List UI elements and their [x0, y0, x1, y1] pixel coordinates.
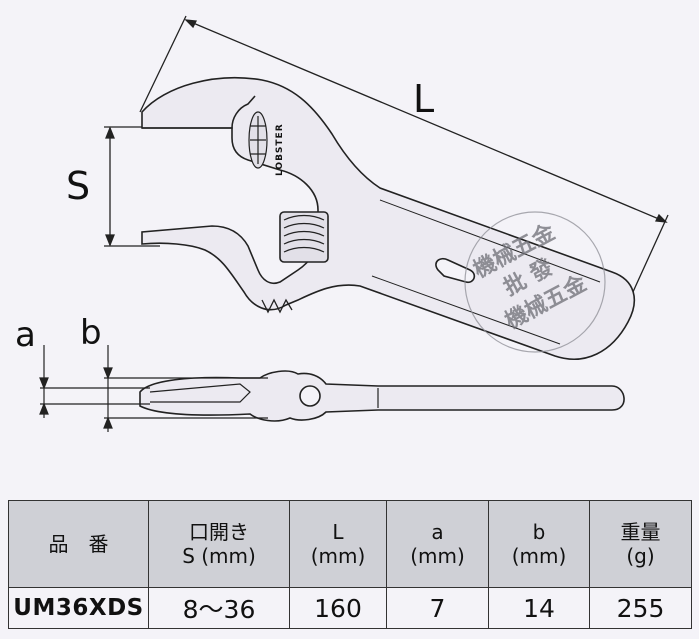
header-a-label: a [431, 520, 444, 544]
header-weight-label: 重量 [620, 520, 661, 544]
spec-table: 品 番 口開き S (mm) L (mm) a (mm) b (mm) 重量 (… [8, 500, 692, 629]
dimension-label-a: a [15, 315, 36, 355]
header-a: a (mm) [386, 500, 489, 588]
cell-model: UM36XDS [8, 587, 149, 629]
header-a-unit: (mm) [410, 544, 465, 568]
header-weight: 重量 (g) [589, 500, 692, 588]
header-opening-label: 口開き [189, 520, 249, 544]
header-b: b (mm) [488, 500, 590, 588]
header-model-label: 品 番 [48, 532, 109, 556]
dimension-s [104, 126, 160, 247]
table-row: UM36XDS 8〜36 160 7 14 255 [8, 587, 692, 629]
wrench-diagram: LOBSTER 機械五金 批 發 機械五金 [39, 15, 669, 432]
header-model: 品 番 [8, 500, 149, 588]
header-length-unit: (mm) [310, 544, 366, 568]
spec-table-header-row: 品 番 口開き S (mm) L (mm) a (mm) b (mm) 重量 (… [8, 500, 692, 588]
header-opening-unit: S (mm) [182, 544, 256, 568]
header-b-label: b [532, 520, 546, 544]
dimension-label-b: b [80, 313, 102, 353]
dimension-a-b [39, 345, 268, 432]
cell-opening: 8〜36 [148, 587, 290, 629]
cell-a: 7 [386, 587, 489, 629]
lobster-logo: LOBSTER [248, 111, 285, 176]
header-length: L (mm) [289, 500, 387, 588]
brand-logo-text: LOBSTER [275, 123, 285, 176]
wrench-top-view [141, 76, 636, 360]
dimension-label-s: S [66, 164, 91, 208]
cell-b: 14 [488, 587, 590, 629]
header-weight-unit: (g) [626, 544, 655, 568]
dimension-l [139, 15, 669, 317]
cell-weight: 255 [589, 587, 692, 629]
dimension-label-l: L [413, 77, 435, 121]
header-b-unit: (mm) [511, 544, 567, 568]
header-length-label: L [332, 520, 344, 544]
header-opening: 口開き S (mm) [148, 500, 290, 588]
cell-length: 160 [289, 587, 387, 629]
